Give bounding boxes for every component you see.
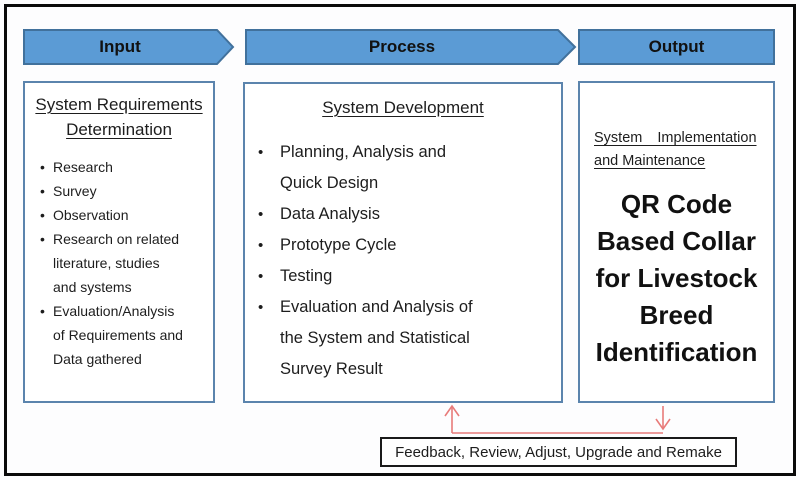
process-box-title: System Development: [322, 98, 484, 117]
feedback-box: Feedback, Review, Adjust, Upgrade and Re…: [380, 437, 737, 467]
input-box-title: System Requirements Determination: [35, 95, 203, 139]
input-box: System Requirements Determination Resear…: [23, 81, 215, 403]
header-process-label: Process: [368, 37, 436, 56]
header-input: Input: [23, 29, 235, 65]
bullet-item: Prototype Cycle: [255, 230, 551, 261]
arrow-polygon: [23, 29, 235, 65]
bullet-item: Planning, Analysis and Quick Design: [255, 137, 551, 199]
output-headline: QR Code Based Collar for Livestock Breed…: [595, 189, 758, 367]
bullet-item: Observation: [33, 203, 205, 227]
bullet-item: Testing: [255, 261, 551, 292]
header-input-label: Input: [99, 37, 141, 56]
process-bullet-list: Planning, Analysis and Quick Design Data…: [255, 137, 551, 385]
bullet-item: Research: [33, 155, 205, 179]
arrow-polygon: [245, 29, 577, 65]
bullet-item: Research on related literature, studies …: [33, 227, 205, 299]
input-bullet-list: Research Survey Observation Research on …: [33, 155, 205, 371]
bullet-item: Data Analysis: [255, 199, 551, 230]
header-output: Output: [578, 29, 775, 65]
header-process: Process: [245, 29, 577, 65]
process-box: System Development Planning, Analysis an…: [243, 82, 563, 403]
feedback-label: Feedback, Review, Adjust, Upgrade and Re…: [395, 443, 722, 461]
bullet-item: Evaluation and Analysis of the System an…: [255, 292, 551, 385]
output-box-title: System Implementation and Maintenance: [594, 130, 757, 169]
bullet-item: Evaluation/Analysis of Requirements and …: [33, 299, 205, 371]
right-arrow-shape-icon: [23, 29, 235, 65]
bullet-item: Survey: [33, 179, 205, 203]
output-box: System Implementation and Maintenance QR…: [578, 81, 775, 403]
header-output-label: Output: [648, 37, 705, 56]
right-arrow-shape-icon: [245, 29, 577, 65]
